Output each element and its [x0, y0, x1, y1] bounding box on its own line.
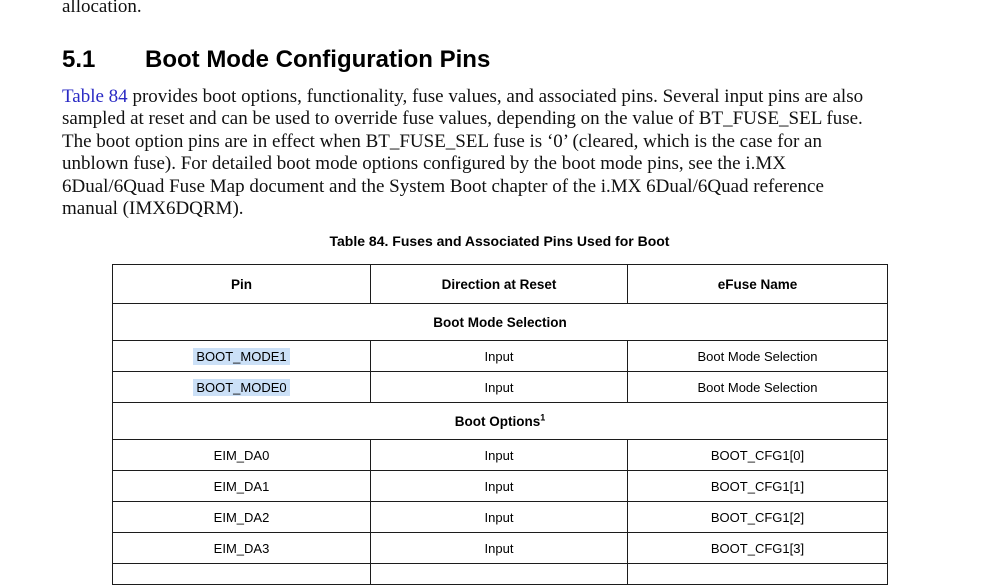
direction-cell: Input — [370, 340, 628, 372]
section-span-cell: Boot Options1 — [112, 402, 888, 440]
previous-paragraph-trailing-line: allocation. — [62, 0, 142, 17]
pin-cell: BOOT_MODE1 — [112, 340, 371, 372]
paragraph-line-text: provides boot options, functionality, fu… — [127, 86, 864, 107]
footnote-reference: 1 — [540, 412, 546, 422]
direction-cell: Input — [370, 439, 628, 471]
section-heading: 5.1 Boot Mode Configuration Pins — [62, 45, 490, 75]
document-page: { "page": { "trailing_line": "allocation… — [62, 0, 888, 585]
table-84-link[interactable]: Table 84 — [62, 86, 128, 107]
section-title: Boot Mode Configuration Pins — [145, 46, 491, 73]
pin-cell: EIM_DA2 — [112, 501, 371, 533]
section-span-label: Boot Mode Selection — [433, 314, 567, 330]
table-header-row: Pin Direction at Reset eFuse Name — [112, 264, 888, 304]
pin-cell: EIM_DA3 — [112, 532, 371, 564]
section-span-row: Boot Mode Selection — [112, 303, 888, 341]
column-header-direction: Direction at Reset — [370, 264, 628, 304]
column-header-efuse: eFuse Name — [627, 264, 888, 304]
efuse-cell: BOOT_CFG1[2] — [627, 501, 888, 533]
paragraph-line: Table 84 provides boot options, function… — [62, 86, 863, 108]
section-span-row: Boot Options1 — [112, 402, 888, 440]
paragraph-line: 6Dual/6Quad Fuse Map document and the Sy… — [62, 175, 824, 197]
section-span-cell: Boot Mode Selection — [112, 303, 888, 341]
column-header-pin: Pin — [112, 264, 371, 304]
table-body: Pin Direction at Reset eFuse Name Boot M… — [112, 264, 888, 585]
direction-cell: Input — [370, 371, 628, 403]
empty-cell — [627, 563, 888, 585]
pin-cell: BOOT_MODE0 — [112, 371, 371, 403]
efuse-cell: Boot Mode Selection — [627, 371, 888, 403]
section-number: 5.1 — [62, 46, 96, 73]
efuse-cell: BOOT_CFG1[0] — [627, 439, 888, 471]
table-caption: Table 84. Fuses and Associated Pins Used… — [329, 233, 670, 249]
efuse-cell: Boot Mode Selection — [627, 340, 888, 372]
body-paragraph: Table 84 provides boot options, function… — [62, 86, 863, 220]
efuse-cell: BOOT_CFG1[3] — [627, 532, 888, 564]
boot-pins-table: Pin Direction at Reset eFuse Name Boot M… — [112, 264, 888, 585]
boot-table-container: Pin Direction at Reset eFuse Name Boot M… — [112, 264, 888, 585]
paragraph-line: manual (IMX6DQRM). — [62, 197, 244, 219]
paragraph-line: The boot option pins are in effect when … — [62, 130, 822, 152]
pin-cell: EIM_DA1 — [112, 470, 371, 502]
partial-table-row — [112, 563, 888, 585]
direction-cell: Input — [370, 532, 628, 564]
empty-cell — [112, 563, 371, 585]
direction-cell: Input — [370, 501, 628, 533]
selection-highlight: BOOT_MODE1 — [193, 347, 290, 365]
paragraph-line: unblown fuse). For detailed boot mode op… — [62, 153, 786, 175]
direction-cell: Input — [370, 470, 628, 502]
paragraph-line: sampled at reset and can be used to over… — [62, 108, 863, 130]
section-span-label: Boot Options — [454, 413, 541, 429]
efuse-cell: BOOT_CFG1[1] — [627, 470, 888, 502]
selection-highlight: BOOT_MODE0 — [193, 378, 290, 396]
pin-cell: EIM_DA0 — [112, 439, 371, 471]
empty-cell — [370, 563, 628, 585]
